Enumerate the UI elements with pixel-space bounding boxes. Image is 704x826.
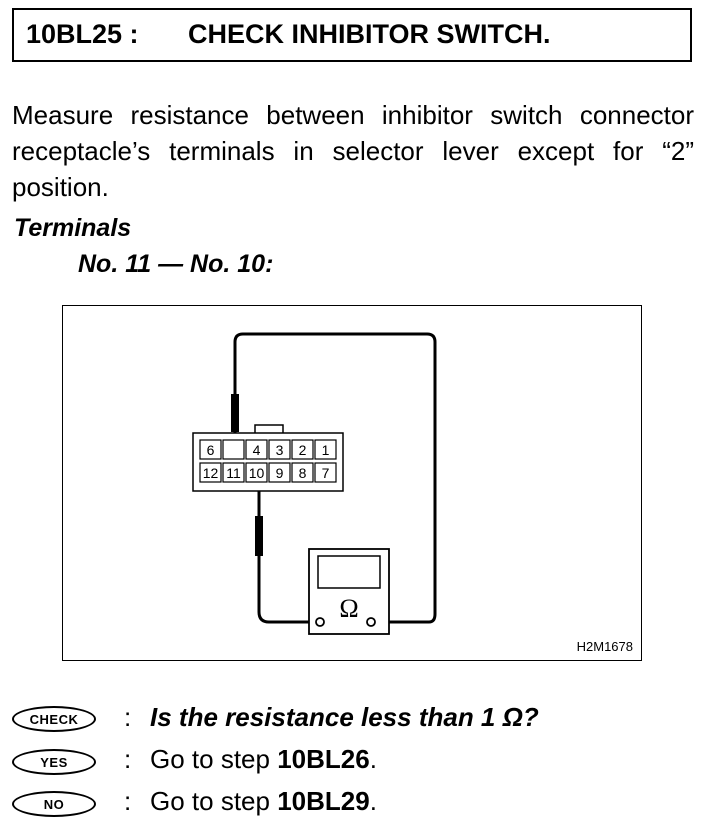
step-header: 10BL25 : CHECK INHIBITOR SWITCH.	[12, 8, 692, 62]
terminals-heading: Terminals	[14, 214, 132, 242]
step-id: 10BL25 :	[26, 19, 139, 49]
terminal-cell	[314, 439, 337, 460]
no-text: Go to step	[150, 786, 278, 816]
check-colon: :	[124, 702, 132, 732]
terminal-cell	[199, 462, 222, 483]
terminal-cell	[268, 462, 291, 483]
terminal-cell	[314, 462, 337, 483]
probe-handle-upper	[231, 394, 239, 432]
probe-handle-lower	[255, 516, 263, 556]
probe-wire-11	[233, 332, 437, 624]
terminal-number: 9	[276, 465, 284, 481]
no-badge: NO	[12, 791, 96, 817]
terminal-cell	[291, 462, 314, 483]
terminal-cell	[199, 439, 222, 460]
terminal-cell	[245, 439, 268, 460]
terminal-number: 11	[226, 465, 241, 481]
yes-answer: Go to step 10BL26.	[150, 744, 377, 775]
terminal-number: 4	[253, 442, 261, 458]
check-question: Is the resistance less than 1 Ω?	[150, 702, 539, 732]
no-step: 10BL29	[277, 786, 370, 816]
terminal-number: 10	[249, 465, 265, 481]
yes-step: 10BL26	[277, 744, 370, 774]
check-badge: CHECK	[12, 706, 96, 732]
ohm-symbol: Ω	[339, 594, 358, 623]
terminal-number: 8	[299, 465, 307, 481]
no-answer: Go to step 10BL29.	[150, 786, 377, 817]
terminal-cell	[268, 439, 291, 460]
meter-terminal-left	[315, 617, 325, 627]
no-period: .	[369, 786, 377, 816]
terminals-value: No. 11 — No. 10:	[78, 250, 274, 278]
terminal-number: 7	[322, 465, 330, 481]
figure-code: H2M1678	[576, 639, 633, 654]
terminal-number: 1	[322, 442, 330, 458]
yes-colon: :	[124, 744, 132, 774]
yes-text: Go to step	[150, 744, 278, 774]
instruction-text: Measure resistance between inhibitor swi…	[12, 100, 694, 202]
terminal-number: 6	[207, 442, 215, 458]
terminal-cell	[222, 439, 245, 460]
terminal-number: 3	[276, 442, 284, 458]
step-title: CHECK INHIBITOR SWITCH.	[188, 19, 551, 49]
terminal-cell	[222, 462, 245, 483]
terminal-cell	[245, 462, 268, 483]
yes-period: .	[369, 744, 377, 774]
ohmmeter-display	[317, 555, 381, 589]
terminal-number: 2	[299, 442, 307, 458]
terminal-number: 12	[203, 465, 219, 481]
meter-terminal-right	[366, 617, 376, 627]
probe-wire-10	[257, 476, 316, 624]
terminal-cell	[291, 439, 314, 460]
yes-badge: YES	[12, 749, 96, 775]
no-colon: :	[124, 786, 132, 816]
